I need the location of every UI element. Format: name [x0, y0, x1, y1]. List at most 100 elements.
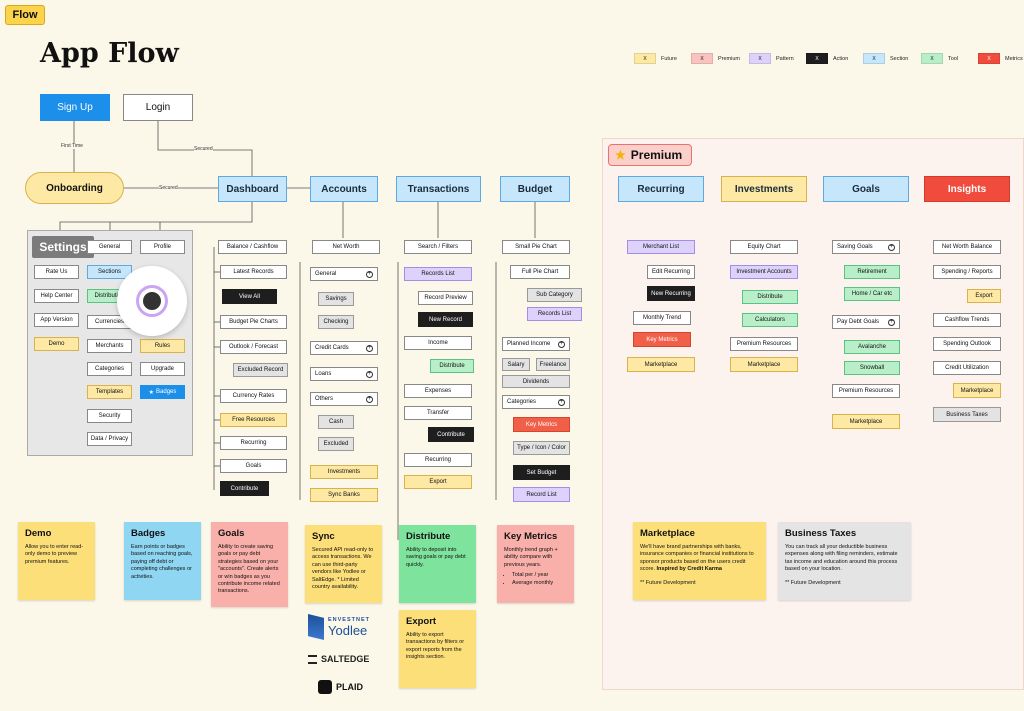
tx-transfer[interactable]: Transfer	[404, 406, 472, 420]
goals-premium-resources[interactable]: Premium Resources	[832, 384, 900, 398]
bud-record-list[interactable]: Record List	[513, 487, 570, 502]
acc-net-worth[interactable]: Net Worth	[312, 240, 380, 254]
inv-calculators[interactable]: Calculators	[742, 313, 798, 327]
rec-new-recurring[interactable]: New Recurring	[647, 286, 695, 301]
tx-contribute[interactable]: Contribute	[428, 427, 474, 442]
ins-marketplace[interactable]: Marketplace	[953, 383, 1001, 398]
acc-excluded[interactable]: Excluded	[318, 437, 354, 451]
tx-search-filters[interactable]: Search / Filters	[404, 240, 472, 254]
bud-type-icon-color[interactable]: Type / Icon / Color	[513, 441, 570, 455]
settings-app-version[interactable]: App Version	[34, 313, 79, 327]
tx-distribute[interactable]: Distribute	[430, 359, 474, 373]
settings-demo[interactable]: Demo	[34, 337, 79, 351]
inv-marketplace[interactable]: Marketplace	[730, 357, 798, 372]
ins-business-taxes[interactable]: Business Taxes	[933, 407, 1001, 422]
goals-marketplace[interactable]: Marketplace	[832, 414, 900, 429]
bud-records-list[interactable]: Records List	[527, 307, 582, 321]
acc-savings[interactable]: Savings	[318, 292, 354, 306]
bud-full-pie[interactable]: Full Pie Chart	[510, 265, 570, 279]
bud-dividends[interactable]: Dividends	[502, 375, 570, 388]
onboarding-node[interactable]: Onboarding	[25, 172, 124, 204]
bud-small-pie[interactable]: Small Pie Chart	[502, 240, 570, 254]
settings-merchants[interactable]: Merchants	[87, 339, 132, 353]
acc-checking[interactable]: Checking	[318, 315, 354, 329]
ins-credit-utilization[interactable]: Credit Utilization	[933, 361, 1001, 375]
bud-sub-category[interactable]: Sub Category	[527, 288, 582, 302]
dash-excluded-record[interactable]: Excluded Record	[233, 363, 288, 377]
dash-goals[interactable]: Goals	[220, 459, 287, 473]
ins-net-worth-balance[interactable]: Net Worth Balance	[933, 240, 1001, 254]
dash-recurring[interactable]: Recurring	[220, 436, 287, 450]
settings-security[interactable]: Security	[87, 409, 132, 423]
rec-edit-recurring[interactable]: Edit Recurring	[647, 265, 695, 279]
goals-avalanche[interactable]: Avalanche	[844, 340, 900, 354]
acc-credit-cards[interactable]: Credit Cards+	[310, 341, 378, 355]
settings-badges[interactable]: ★Badges	[140, 385, 185, 399]
acc-general[interactable]: General+	[310, 267, 378, 281]
acc-others[interactable]: Others+	[310, 392, 378, 406]
inv-equity-chart[interactable]: Equity Chart	[730, 240, 798, 254]
rec-monthly-trend[interactable]: Monthly Trend	[633, 311, 691, 325]
dash-outlook-forecast[interactable]: Outlook / Forecast	[220, 340, 287, 354]
goals-home-car[interactable]: Home / Car etc	[844, 287, 900, 301]
ins-cashflow-trends[interactable]: Cashflow Trends	[933, 313, 1001, 327]
yodlee-logo: ENVESTNET Yodlee	[308, 614, 370, 640]
section-dashboard[interactable]: Dashboard	[218, 176, 287, 202]
login-button[interactable]: Login	[123, 94, 193, 121]
ins-spending-reports[interactable]: Spending / Reports	[933, 265, 1001, 279]
goals-retirement[interactable]: Retirement	[844, 265, 900, 279]
tx-record-preview[interactable]: Record Preview	[418, 291, 473, 305]
dash-view-all[interactable]: View All	[222, 289, 277, 304]
settings-data-privacy[interactable]: Data / Privacy	[87, 432, 132, 446]
tx-income[interactable]: Income	[404, 336, 472, 350]
tx-recurring[interactable]: Recurring	[404, 453, 472, 467]
acc-loans[interactable]: Loans+	[310, 367, 378, 381]
settings-upgrade[interactable]: Upgrade	[140, 362, 185, 376]
goals-snowball[interactable]: Snowball	[844, 361, 900, 375]
settings-rate-us[interactable]: Rate Us	[34, 265, 79, 279]
dash-currency-rates[interactable]: Currency Rates	[220, 389, 287, 403]
bud-set-budget[interactable]: Set Budget	[513, 465, 570, 480]
settings-rules[interactable]: Rules	[140, 339, 185, 353]
acc-sync-banks[interactable]: Sync Banks	[310, 488, 378, 502]
goals-pay-debt-goals[interactable]: Pay Debt Goals+	[832, 315, 900, 329]
dash-budget-pie-charts[interactable]: Budget Pie Charts	[220, 315, 287, 329]
settings-general[interactable]: General	[87, 240, 132, 254]
bud-salary[interactable]: Salary	[502, 358, 530, 371]
signup-button[interactable]: Sign Up	[40, 94, 110, 121]
section-accounts[interactable]: Accounts	[310, 176, 378, 202]
section-investments[interactable]: Investments	[721, 176, 807, 202]
acc-cash[interactable]: Cash	[318, 415, 354, 429]
bud-planned-income[interactable]: Planned Income+	[502, 337, 570, 351]
bud-freelance[interactable]: Freelance	[536, 358, 570, 371]
settings-help-center[interactable]: Help Center	[34, 289, 79, 303]
section-transactions[interactable]: Transactions	[396, 176, 481, 202]
bud-categories[interactable]: Categories+	[502, 395, 570, 409]
inv-investment-accounts[interactable]: Investment Accounts	[730, 265, 798, 279]
settings-profile[interactable]: Profile	[140, 240, 185, 254]
tx-expenses[interactable]: Expenses	[404, 384, 472, 398]
dash-balance-cashflow[interactable]: Balance / Cashflow	[218, 240, 287, 254]
ins-spending-outlook[interactable]: Spending Outlook	[933, 337, 1001, 351]
section-budget[interactable]: Budget	[500, 176, 570, 202]
section-recurring[interactable]: Recurring	[618, 176, 704, 202]
inv-premium-resources[interactable]: Premium Resources	[730, 337, 798, 351]
dash-contribute[interactable]: Contribute	[220, 481, 269, 496]
tx-export[interactable]: Export	[404, 475, 472, 489]
rec-marketplace[interactable]: Marketplace	[627, 357, 695, 372]
goals-saving-goals[interactable]: Saving Goals+	[832, 240, 900, 254]
bud-key-metrics[interactable]: Key Metrics	[513, 417, 570, 432]
dash-latest-records[interactable]: Latest Records	[220, 265, 287, 279]
rec-key-metrics[interactable]: Key Metrics	[633, 332, 691, 347]
tx-records-list[interactable]: Records List	[404, 267, 472, 281]
rec-merchant-list[interactable]: Merchant List	[627, 240, 695, 254]
inv-distribute[interactable]: Distribute	[742, 290, 798, 304]
section-goals[interactable]: Goals	[823, 176, 909, 202]
section-insights[interactable]: Insights	[924, 176, 1010, 202]
settings-templates[interactable]: Templates	[87, 385, 132, 399]
acc-investments[interactable]: Investments	[310, 465, 378, 479]
tx-new-record[interactable]: New Record	[418, 312, 473, 327]
settings-categories[interactable]: Categories	[87, 362, 132, 376]
ins-export[interactable]: Export	[967, 289, 1001, 303]
dash-free-resources[interactable]: Free Resources	[220, 413, 287, 427]
